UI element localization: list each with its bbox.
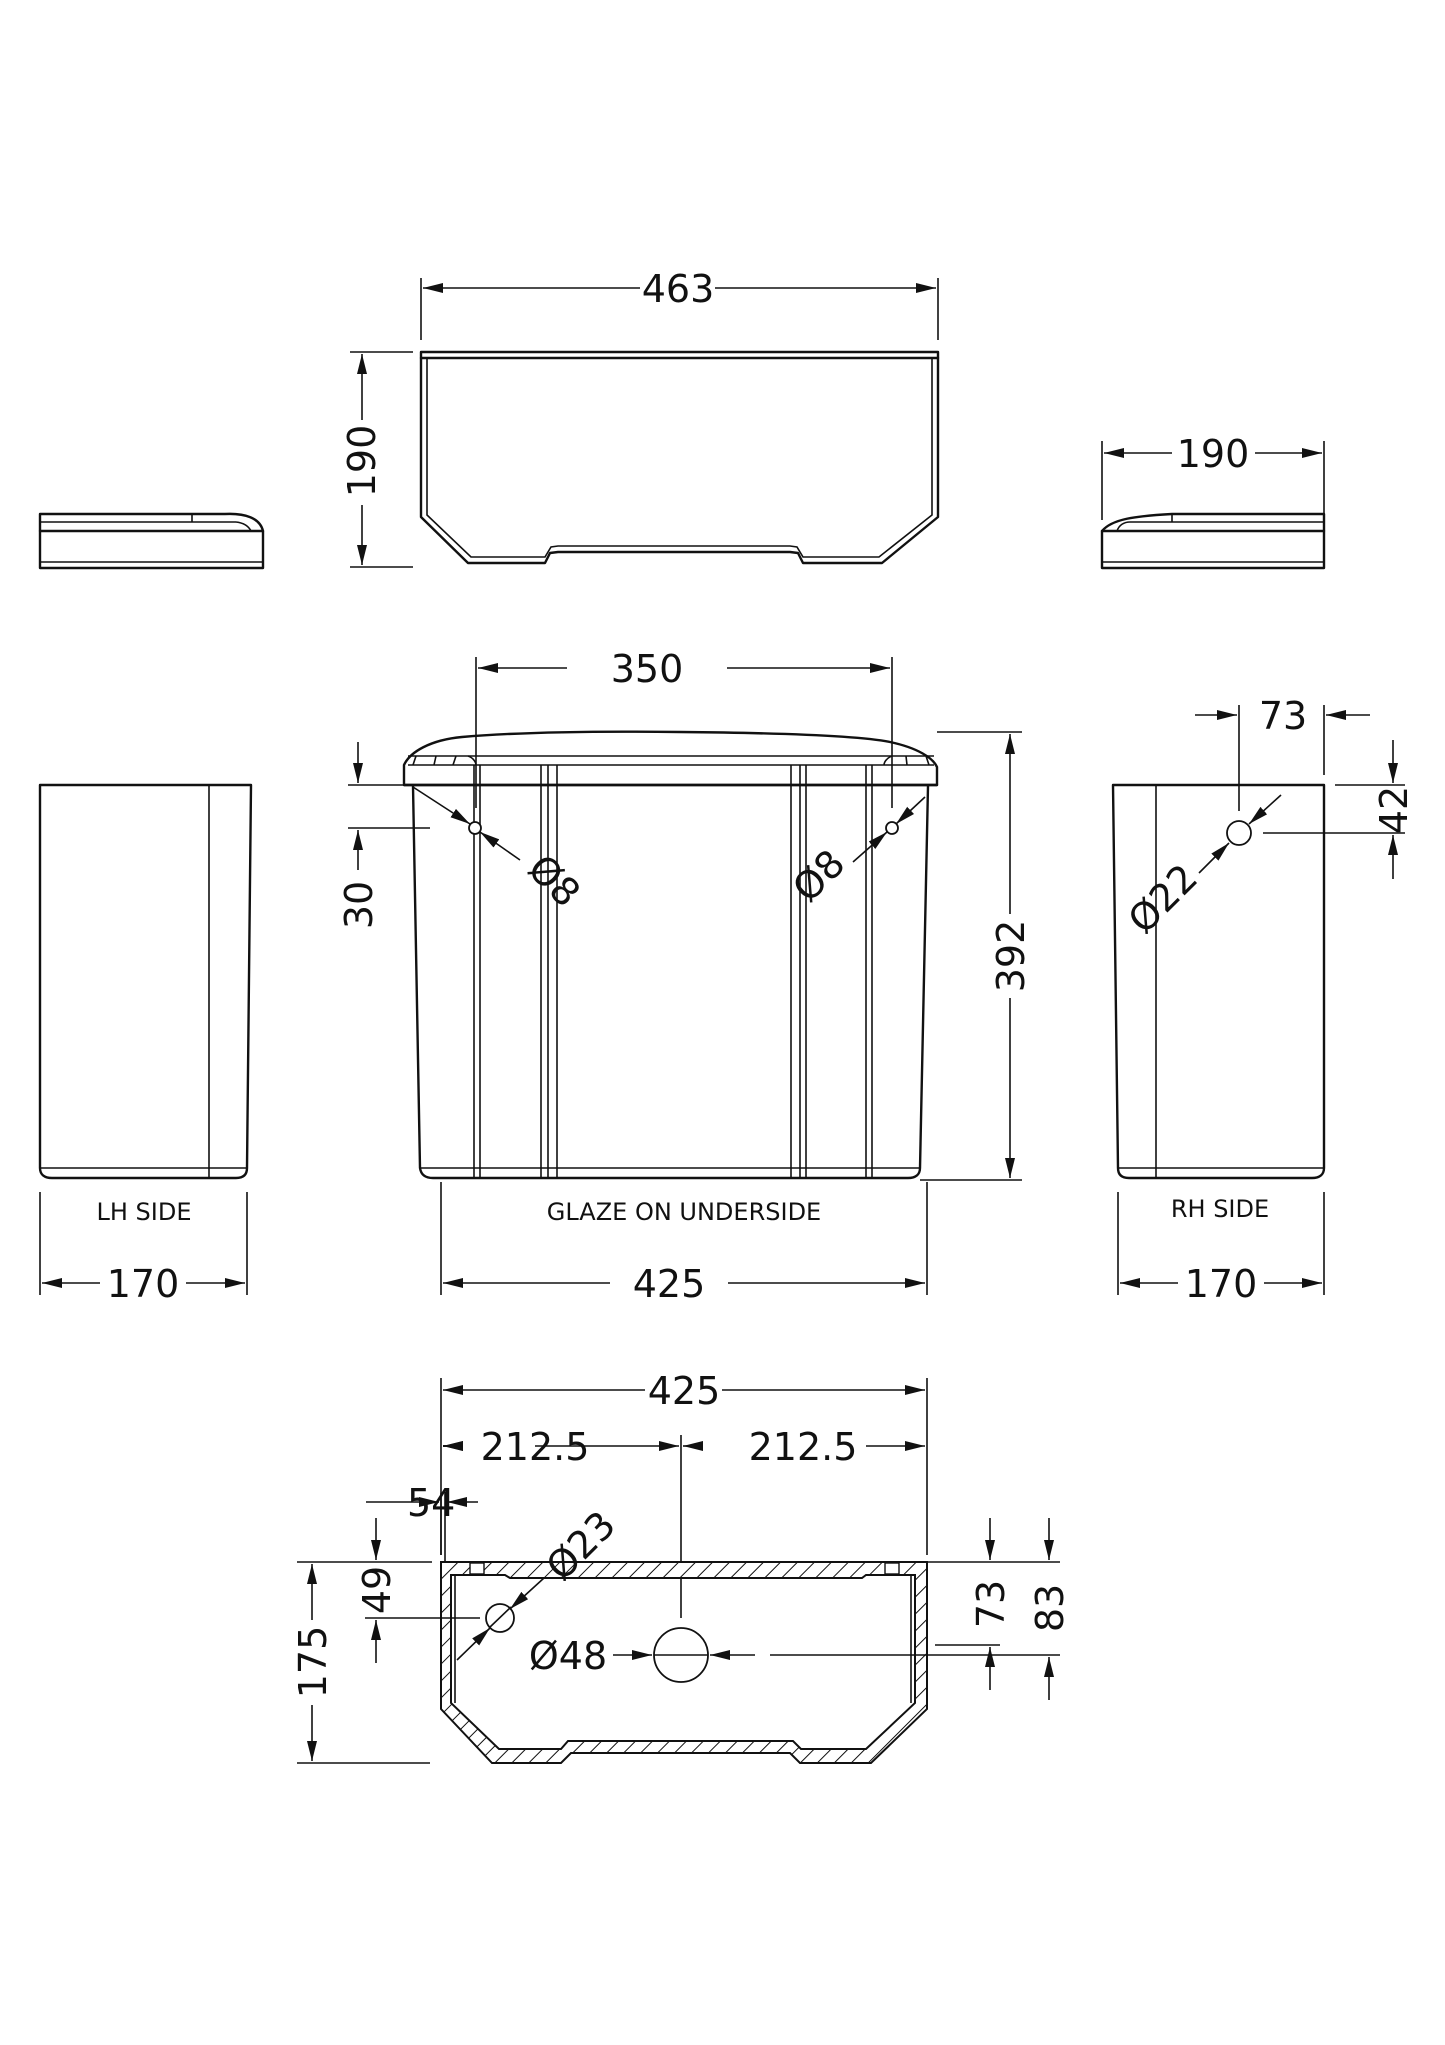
height-dimension: 392	[989, 920, 1033, 993]
plan-section-view: 425 212.5 212.5 54 Ø23	[291, 1369, 1072, 1764]
rh-hole-from-top-dimension: 42	[1372, 786, 1416, 834]
lh-side-depth-dimension: 170	[107, 1262, 180, 1306]
inlet-from-back-dimension: 49	[355, 1566, 399, 1614]
glaze-note: GLAZE ON UNDERSIDE	[547, 1198, 821, 1226]
plan-width-dimension: 425	[648, 1369, 721, 1413]
inlet-from-side-dimension: 54	[407, 1481, 455, 1525]
lid-top-view: 463 190	[340, 267, 940, 568]
front-view: 350 30 Ø8 Ø8	[337, 647, 1033, 1306]
hole-spacing-dimension: 350	[611, 647, 684, 691]
right-hole-diameter: Ø8	[784, 841, 853, 910]
rh-side-view: Ø22 73 42 RH SIDE 170	[1111, 694, 1416, 1306]
rh-hole-diameter: Ø22	[1120, 856, 1206, 942]
rh-hole-from-back-dimension: 73	[1259, 694, 1307, 738]
outlet-from-back-inner-dimension: 73	[969, 1580, 1013, 1628]
lid-left-profile	[38, 512, 265, 570]
lid-depth-dimension: 190	[340, 425, 384, 498]
lid-right-profile: 190	[1100, 432, 1326, 570]
left-hole-diameter: Ø8	[520, 846, 589, 915]
outlet-from-back-outer-dimension: 83	[1028, 1584, 1072, 1632]
lid-width-dimension: 463	[642, 267, 715, 311]
rh-side-label: RH SIDE	[1171, 1195, 1269, 1223]
rh-side-depth-dimension: 170	[1185, 1262, 1258, 1306]
hole-from-top-dimension: 30	[337, 881, 381, 929]
front-width-dimension: 425	[633, 1262, 706, 1306]
right-half-dimension: 212.5	[749, 1425, 858, 1469]
plan-depth-dimension: 175	[291, 1626, 335, 1699]
lh-side-view: LH SIDE 170	[38, 783, 253, 1306]
lid-side-depth-dimension: 190	[1177, 432, 1250, 476]
outlet-diameter: Ø48	[529, 1634, 607, 1678]
left-half-dimension: 212.5	[481, 1425, 590, 1469]
lh-side-label: LH SIDE	[96, 1198, 191, 1226]
